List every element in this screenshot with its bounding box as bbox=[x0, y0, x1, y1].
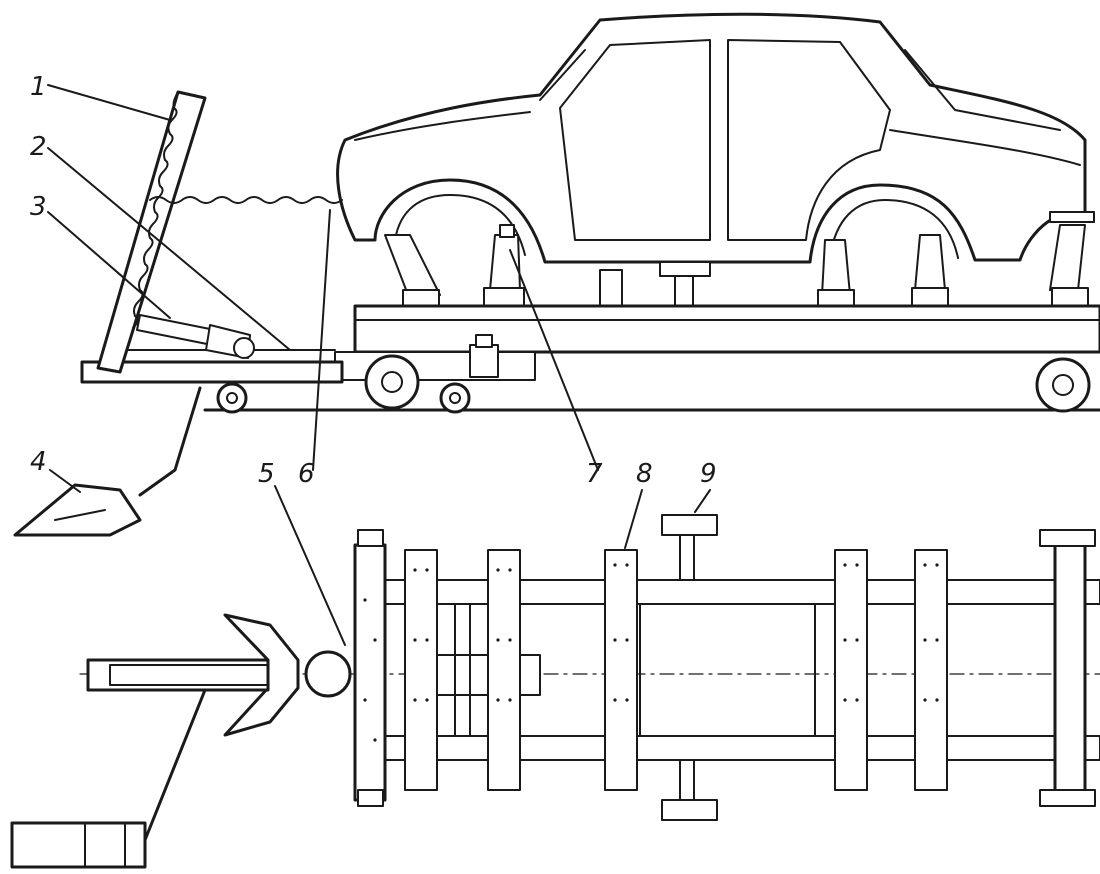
chain bbox=[149, 196, 343, 204]
tow-bar bbox=[80, 349, 344, 414]
body-supports bbox=[384, 211, 1095, 307]
cross-beams bbox=[404, 543, 1087, 802]
callout-5: 5 bbox=[258, 459, 275, 489]
foot-pedal bbox=[13, 386, 202, 537]
callout-3: 3 bbox=[30, 192, 47, 222]
callout-labels: 1 2 3 4 5 6 7 8 9 bbox=[30, 72, 717, 489]
callout-7: 7 bbox=[586, 459, 603, 489]
callout-8: 8 bbox=[636, 459, 653, 489]
leader-lines bbox=[47, 84, 711, 646]
bolt-dots bbox=[363, 563, 939, 742]
side-view bbox=[13, 12, 1100, 537]
callout-4: 4 bbox=[30, 447, 47, 477]
notched-rack bbox=[96, 90, 207, 374]
car-body bbox=[336, 12, 1087, 264]
callout-9: 9 bbox=[700, 459, 717, 489]
hydraulic-cylinder bbox=[136, 314, 255, 359]
callout-2: 2 bbox=[30, 132, 47, 162]
hitch bbox=[86, 613, 352, 737]
pads bbox=[661, 514, 718, 821]
plan-view bbox=[10, 514, 1100, 869]
callout-6: 6 bbox=[298, 459, 315, 489]
callout-1: 1 bbox=[30, 72, 47, 102]
carriage bbox=[334, 304, 1100, 414]
plan-pedal bbox=[10, 688, 207, 869]
